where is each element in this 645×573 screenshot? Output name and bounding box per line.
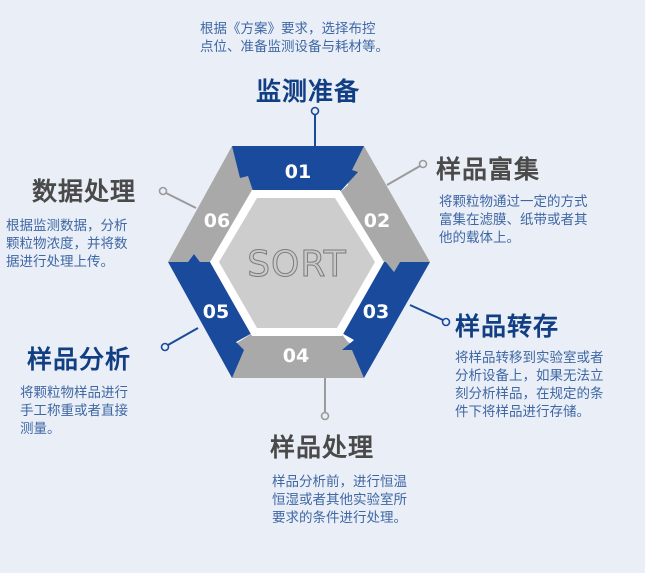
stage-02-desc: 将颗粒物通过一定的方式 富集在滤膜、纸带或者其 他的载体上。 (439, 194, 588, 246)
stage-num-06: 06 (204, 210, 230, 232)
stage-01-desc: 根据《方案》要求，选择布控 点位、准备监测设备与耗材等。 (200, 21, 389, 55)
stage-06-desc: 根据监测数据，分析 颗粒物浓度，并将数 据进行处理上传。 (6, 218, 128, 270)
stage-04-desc: 样品分析前，进行恒温 恒湿或者其他实验室所 要求的条件进行处理。 (272, 474, 407, 526)
connector-06 (158, 186, 197, 209)
segment-05 (168, 254, 254, 378)
stage-02-title: 样品富集 (436, 155, 541, 184)
connector-04 (320, 378, 330, 421)
inner-hex (219, 198, 375, 328)
stage-num-04: 04 (283, 345, 309, 367)
segment-02 (338, 146, 430, 272)
stage-06-title: 数据处理 (32, 177, 137, 206)
stage-05-desc: 将颗粒物样品进行 手工称重或者直接 测量。 (20, 385, 128, 437)
connector-02 (386, 159, 428, 186)
center-label: SORT (247, 244, 347, 285)
connector-01 (310, 106, 320, 148)
segment-04 (232, 332, 364, 378)
segment-03 (340, 262, 430, 378)
stage-03-title: 样品转存 (455, 312, 560, 341)
stage-num-01: 01 (285, 161, 311, 183)
segment-06 (168, 146, 254, 262)
stage-04-title: 样品处理 (270, 433, 375, 462)
connector-03 (409, 304, 451, 327)
stage-01-title: 监测准备 (256, 77, 361, 106)
stage-05-title: 样品分析 (27, 345, 132, 374)
connector-05 (160, 327, 199, 352)
stage-num-03: 03 (363, 301, 389, 323)
stage-03-desc: 将样品转移到实验室或者 分析设备上，如果无法立 刻分析样品，在规定的条 件下将样… (455, 350, 604, 420)
stage-num-05: 05 (203, 301, 229, 323)
segment-01 (232, 146, 364, 194)
stage-num-02: 02 (364, 210, 390, 232)
